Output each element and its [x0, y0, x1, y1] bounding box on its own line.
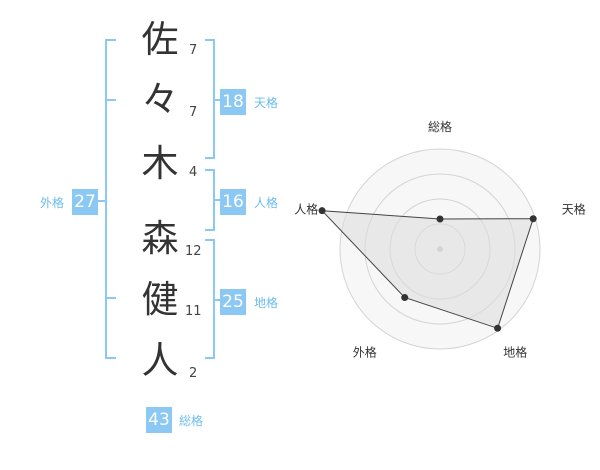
- tenkaku-label: 天格: [254, 96, 279, 110]
- radar-point-3: [494, 324, 502, 332]
- name-char-4: 森: [141, 217, 179, 260]
- radar-point-5: [318, 207, 326, 215]
- radar-point-4: [401, 294, 409, 302]
- radar-axis-label-4: 外格: [353, 345, 377, 360]
- jinkaku-value: 16: [220, 189, 246, 215]
- soukaku-value: 43: [146, 407, 172, 433]
- name-char-2: 々: [141, 78, 179, 121]
- chikaku-label: 地格: [254, 296, 279, 310]
- soukaku-label: 総格: [179, 414, 204, 428]
- radar-axis-label-3: 地格: [503, 345, 527, 360]
- radar-point-1: [436, 215, 444, 223]
- name-char-5: 健: [141, 278, 179, 321]
- jinkaku-label: 人格: [254, 196, 279, 210]
- stroke-count-3: 4: [189, 165, 198, 180]
- radar-axis-label-1: 総格: [428, 119, 452, 134]
- stroke-count-1: 7: [189, 43, 198, 58]
- gaikaku-value: 27: [72, 189, 98, 215]
- name-char-3: 木: [141, 142, 179, 185]
- radar-polygon: [320, 210, 534, 329]
- name-char-6: 人: [141, 339, 179, 382]
- radar-axis-label-5: 人格: [294, 201, 318, 216]
- name-char-1: 佐: [141, 18, 179, 61]
- gaikaku-bracket: [105, 39, 116, 359]
- stroke-count-2: 7: [189, 105, 198, 120]
- radar-axis-label-2: 天格: [562, 201, 586, 216]
- chikaku-value: 25: [220, 289, 246, 315]
- gaikaku-label: 外格: [40, 196, 65, 210]
- tenkaku-value: 18: [220, 89, 246, 115]
- stroke-count-6: 2: [189, 366, 198, 381]
- stroke-count-5: 11: [185, 304, 202, 319]
- stroke-count-4: 12: [185, 244, 202, 259]
- radar-point-2: [529, 215, 537, 223]
